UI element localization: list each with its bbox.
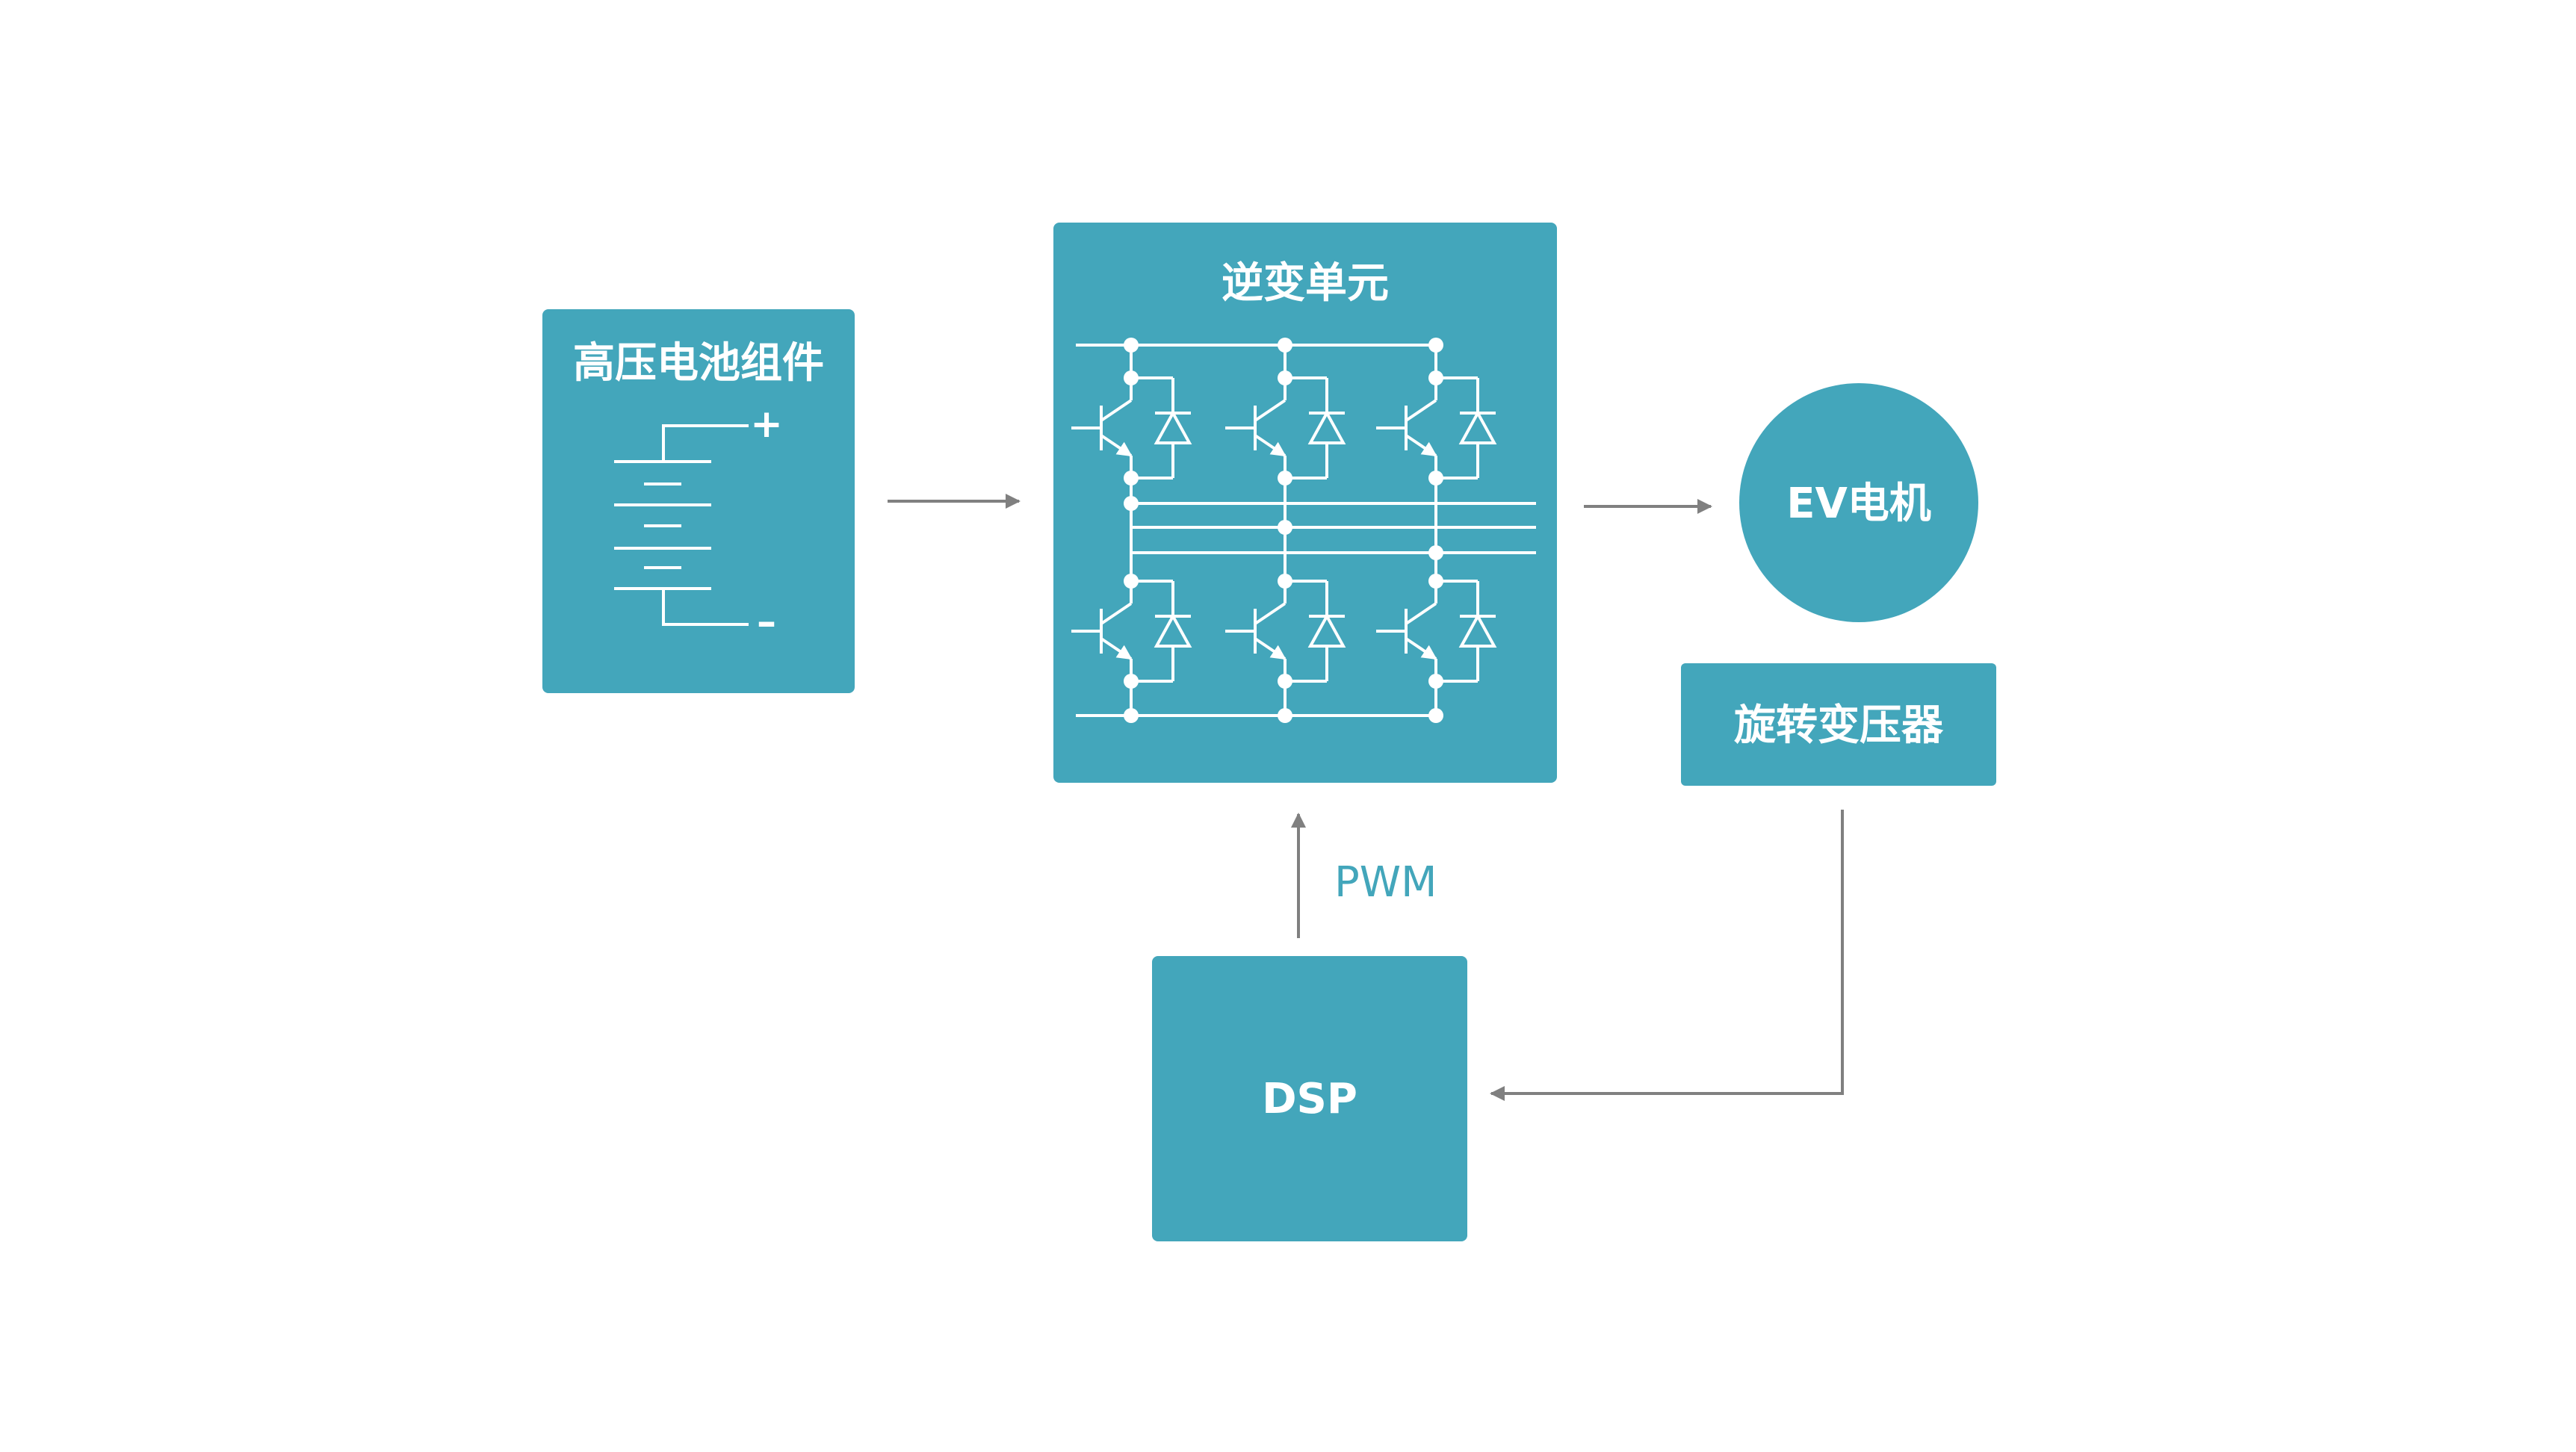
battery-minus-label: – bbox=[757, 600, 776, 645]
freewheeling-diode-icon bbox=[1307, 612, 1346, 648]
resolver-block: 旋转变压器 bbox=[1681, 663, 1996, 786]
junction-dot bbox=[1124, 574, 1139, 589]
resolver-block-title: 旋转变压器 bbox=[1734, 701, 1944, 750]
junction-dot bbox=[1278, 370, 1292, 385]
junction-dot bbox=[1278, 574, 1292, 589]
battery-block-title: 高压电池组件 bbox=[573, 339, 824, 388]
junction-dot bbox=[1428, 370, 1443, 385]
dsp-block-title: DSP bbox=[1262, 1075, 1357, 1123]
igbt-emitter-arrow bbox=[1254, 637, 1287, 660]
freewheeling-diode-icon bbox=[1307, 409, 1346, 444]
igbt-emitter-arrow bbox=[1254, 434, 1287, 457]
pwm-label: PWM bbox=[1334, 858, 1437, 907]
igbt-emitter-arrow bbox=[1405, 434, 1437, 457]
igbt-emitter-arrow bbox=[1100, 434, 1133, 457]
freewheeling-diode-icon bbox=[1458, 409, 1497, 444]
dsp-block: DSP bbox=[1152, 956, 1467, 1241]
igbt-collector-leg bbox=[1100, 602, 1133, 625]
igbt-emitter-arrow bbox=[1100, 637, 1133, 660]
igbt-collector-leg bbox=[1405, 399, 1437, 422]
inverter-block-title: 逆变单元 bbox=[1222, 259, 1389, 308]
igbt-emitter-arrow bbox=[1405, 637, 1437, 660]
igbt-collector-leg bbox=[1254, 602, 1287, 625]
freewheeling-diode-icon bbox=[1154, 409, 1192, 444]
battery-symbol-icon bbox=[614, 424, 749, 626]
motor-circle bbox=[1739, 383, 1978, 622]
igbt-collector-leg bbox=[1100, 399, 1133, 422]
junction-dot bbox=[1278, 708, 1292, 723]
junction-dot bbox=[1124, 370, 1139, 385]
junction-dot bbox=[1428, 708, 1443, 723]
battery-plus-label: + bbox=[750, 402, 783, 447]
igbt-collector-leg bbox=[1254, 399, 1287, 422]
arrow-resolver-to-dsp bbox=[1490, 810, 1844, 1101]
freewheeling-diode-icon bbox=[1458, 612, 1497, 648]
battery-block: 高压电池组件 + – bbox=[542, 309, 855, 693]
inverter-bridge-circuit bbox=[1071, 338, 1536, 723]
igbt-collector-leg bbox=[1405, 602, 1437, 625]
inverter-block: 逆变单元 bbox=[1053, 223, 1557, 783]
motor-block: EV电机 bbox=[1739, 383, 1978, 622]
junction-dot bbox=[1428, 574, 1443, 589]
dsp-block-box bbox=[1152, 956, 1467, 1241]
resolver-block-box bbox=[1681, 663, 1996, 786]
motor-title: EV电机 bbox=[1786, 480, 1931, 528]
battery-block-box bbox=[542, 309, 855, 693]
freewheeling-diode-icon bbox=[1154, 612, 1192, 648]
junction-dot bbox=[1124, 708, 1139, 723]
